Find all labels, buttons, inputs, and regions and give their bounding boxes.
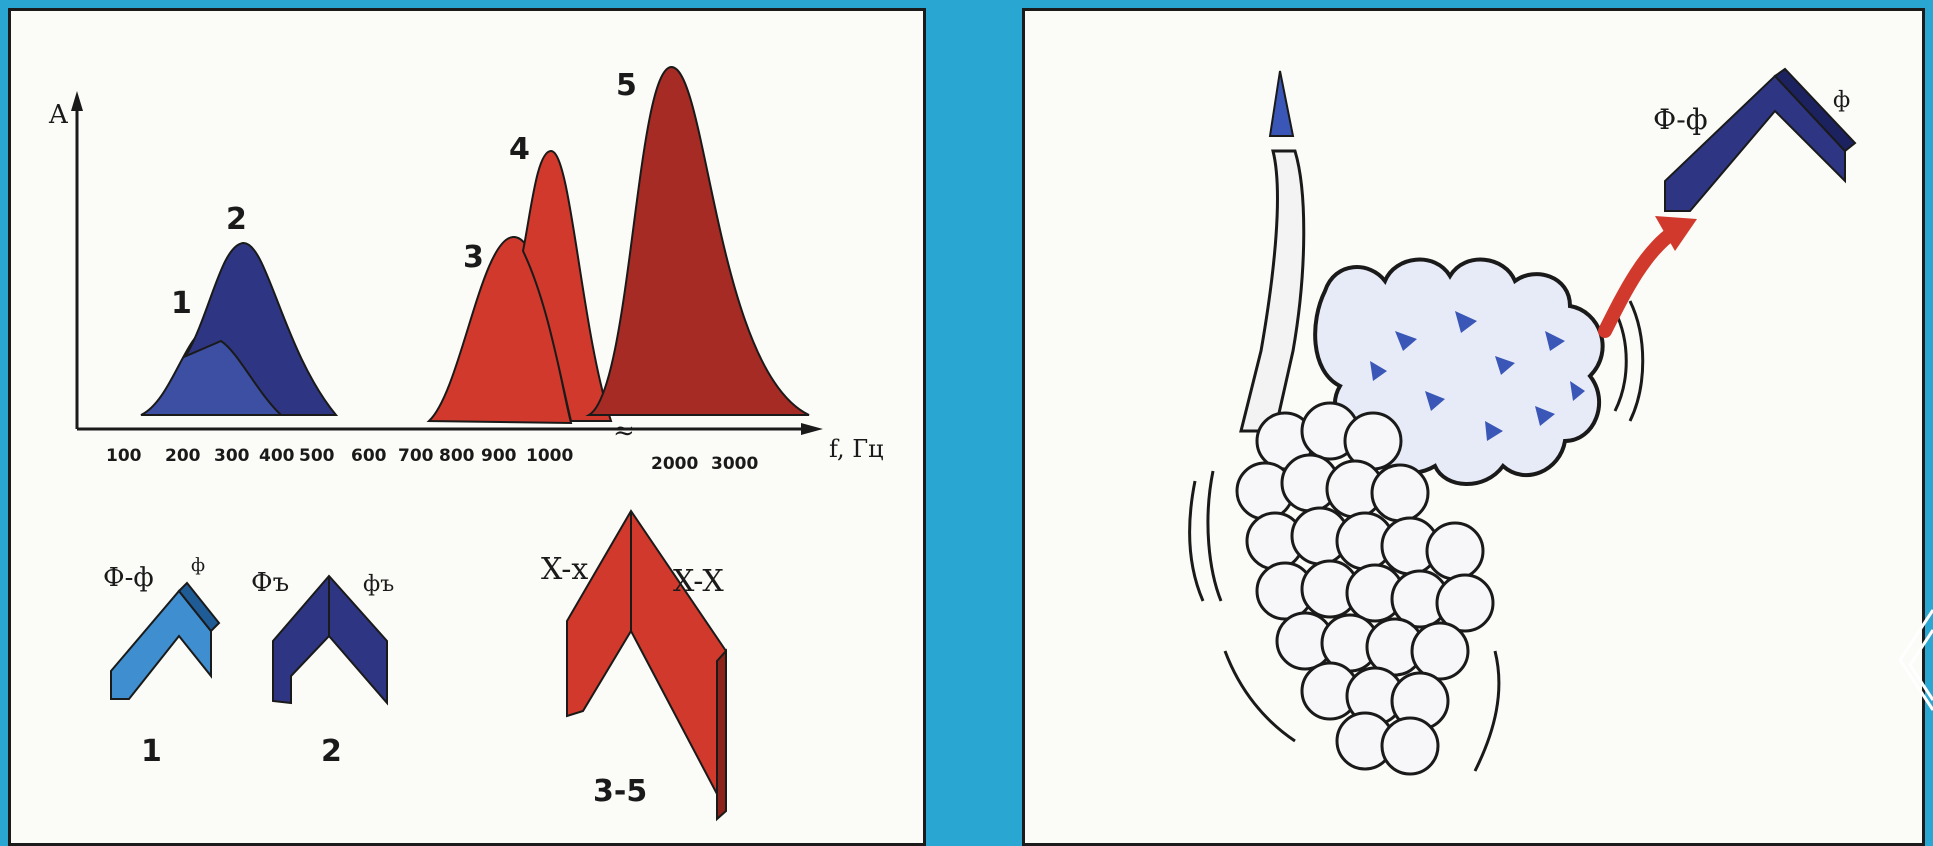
molecule-3-left-label: X-x: [541, 552, 588, 587]
y-axis-label: A: [48, 100, 69, 130]
cluster-panel: Ф-ф ф: [1022, 8, 1925, 846]
tick-label: 2000: [651, 454, 698, 474]
tick-label: 100: [106, 446, 142, 466]
curve-label-4: 4: [509, 132, 530, 167]
tick-label: 900: [481, 446, 517, 466]
molecule-3-right-label: X-X: [673, 564, 724, 599]
release-arrow: [1605, 231, 1675, 331]
x-axis-arrow: [801, 423, 823, 435]
fragment-left-label: Ф-ф: [1653, 103, 1708, 136]
axis-break-mark: ≈: [613, 416, 635, 446]
molecule-2-caption: 2: [321, 734, 342, 769]
tick-label: 400: [259, 446, 295, 466]
curve-label-3: 3: [463, 240, 484, 275]
corner-decoration: [1895, 600, 1933, 720]
molecule-model-3: [567, 511, 726, 819]
center-divider-strip: [926, 0, 1022, 846]
curve-label-5: 5: [616, 68, 637, 103]
molecule-model-1: [111, 583, 219, 699]
spectra-svg: A f, Гц ≈ 100 200 300 400 500 600 700 80…: [11, 11, 923, 843]
tick-label: 600: [351, 446, 387, 466]
released-fragment: [1665, 69, 1855, 211]
molecule-2-left-label: Фъ: [251, 568, 289, 598]
tick-label: 200: [165, 446, 201, 466]
tube: [1241, 151, 1304, 431]
molecule-1-left-label: Ф-ф: [103, 563, 154, 593]
up-arrow-icon: [1270, 71, 1293, 136]
molecule-3-caption: 3-5: [593, 774, 647, 809]
molecule-1-right-label: ф: [191, 555, 205, 576]
tick-label: 500: [299, 446, 335, 466]
tick-label: 1000: [526, 446, 573, 466]
y-axis-arrow: [71, 91, 83, 111]
tick-label: 700: [398, 446, 434, 466]
cluster-svg: Ф-ф ф: [1025, 11, 1922, 843]
fragment-right-label: ф: [1833, 88, 1850, 113]
curve-label-2: 2: [226, 202, 247, 237]
curve-label-1: 1: [171, 286, 192, 321]
tick-label: 3000: [711, 454, 758, 474]
molecule-2-right-label: фъ: [363, 572, 394, 597]
left-border-strip: [0, 0, 8, 846]
spectra-panel: A f, Гц ≈ 100 200 300 400 500 600 700 80…: [8, 8, 926, 846]
tick-label: 800: [439, 446, 475, 466]
tick-label: 300: [214, 446, 250, 466]
curve-5: [589, 67, 809, 415]
x-axis-label: f, Гц: [829, 435, 884, 463]
molecule-1-caption: 1: [141, 734, 162, 769]
